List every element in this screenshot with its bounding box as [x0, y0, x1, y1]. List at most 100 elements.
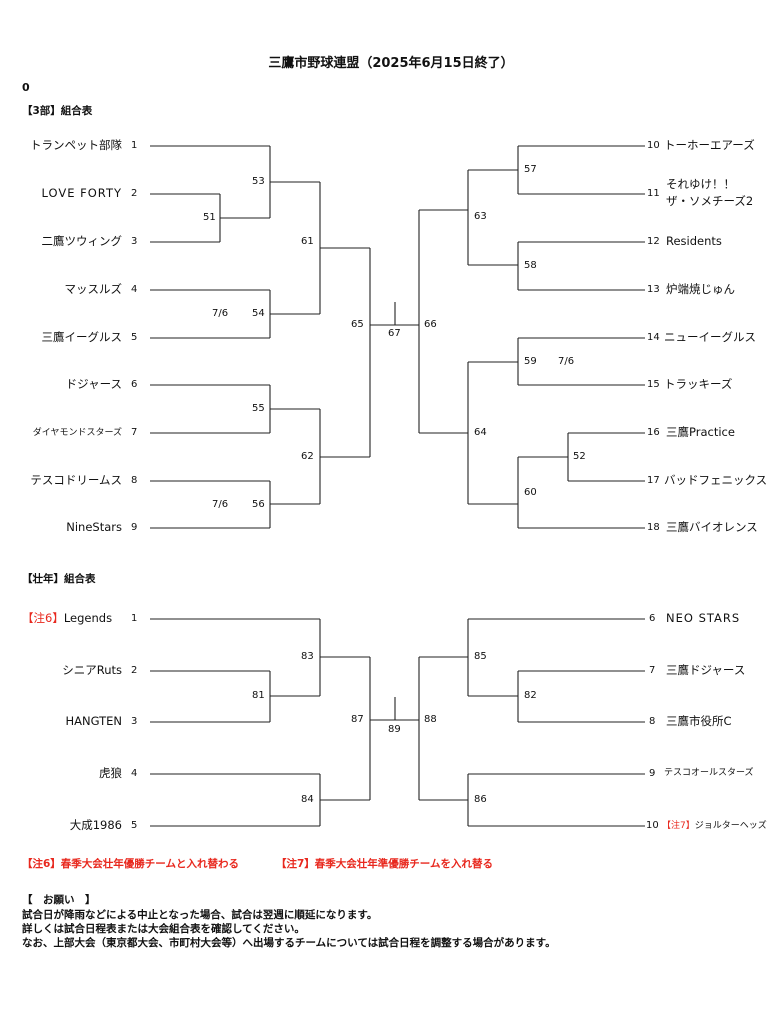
- game-number: 56: [252, 499, 265, 510]
- seed-number: 4: [131, 284, 138, 295]
- seed-number: 10: [646, 820, 659, 831]
- team-name: バッドフェニックス: [664, 473, 768, 487]
- game-number: 59: [524, 356, 537, 367]
- seed-number: 8: [649, 716, 656, 727]
- page-title: 三鷹市野球連盟（2025年6月15日終了）: [268, 56, 514, 71]
- game-number: 82: [524, 690, 537, 701]
- seed-number: 5: [131, 820, 138, 831]
- senior-label: 【壮年】組合表: [22, 573, 96, 585]
- team-name: テスコオールスターズ: [664, 768, 754, 778]
- team-name-line2: ザ・ソメチーズ2: [666, 194, 754, 208]
- team-name-text: Legends: [63, 611, 113, 625]
- seed-number: 15: [647, 379, 660, 390]
- seed-number: 14: [647, 332, 660, 343]
- seed-number: 3: [131, 236, 138, 247]
- final-game-number: 67: [388, 328, 401, 339]
- game-number: 60: [524, 487, 537, 498]
- final-game-number: 89: [388, 724, 401, 735]
- seed-number: 2: [131, 665, 138, 676]
- seed-number: 7: [131, 427, 138, 438]
- game-number: 54: [252, 308, 265, 319]
- seed-number: 9: [131, 522, 138, 533]
- team-name: 三鷹ドジャース: [666, 663, 746, 677]
- seed-number: 1: [131, 613, 138, 624]
- game-number: 83: [301, 651, 314, 662]
- game-number: 53: [252, 176, 265, 187]
- note7-text: 【注7】春季大会壮年準優勝チームを入れ替る: [276, 858, 493, 870]
- seed-number: 6: [131, 379, 138, 390]
- team-name: NineStars: [66, 520, 122, 534]
- seed-number: 5: [131, 332, 138, 343]
- team-name: 三鷹Practice: [666, 425, 735, 439]
- game-date: 7/6: [212, 499, 229, 510]
- team-name: 二鷹ツウィング: [41, 234, 123, 248]
- team-name: ドジャース: [65, 377, 122, 391]
- game-number: 87: [351, 714, 364, 725]
- seed-number: 10: [647, 140, 660, 151]
- seed-number: 11: [647, 188, 660, 199]
- seed-number: 3: [131, 716, 138, 727]
- team-name: 【注7】ジョルターヘッズ: [662, 822, 767, 831]
- team-name: 大成1986: [69, 818, 122, 832]
- game-number: 61: [301, 236, 314, 247]
- team-name: HANGTEN: [65, 714, 122, 728]
- team-name: 虎狼: [99, 766, 122, 780]
- seed-number: 7: [649, 665, 656, 676]
- note6-tag: 【注6】: [22, 611, 64, 625]
- game-number: 55: [252, 403, 265, 414]
- seed-number: 9: [649, 768, 656, 779]
- game-number: 63: [474, 211, 487, 222]
- game-date: 7/6: [558, 356, 575, 367]
- game-number: 51: [203, 212, 216, 223]
- team-name: LOVE FORTY: [41, 186, 122, 200]
- team-name: 【注6】Legends: [22, 611, 113, 625]
- team-name: ニューイーグルス: [664, 330, 756, 344]
- game-date: 7/6: [212, 308, 229, 319]
- game-number: 84: [301, 794, 314, 805]
- seed-number: 18: [647, 522, 660, 533]
- game-number: 65: [351, 319, 364, 330]
- game-number: 58: [524, 260, 537, 271]
- game-number: 52: [573, 451, 586, 462]
- team-name: シニアRuts: [62, 663, 122, 677]
- game-number: 64: [474, 427, 487, 438]
- team-name: トランペット部隊: [30, 138, 122, 152]
- request-line: 詳しくは試合日程表または大会組合表を確認してください。: [22, 923, 305, 935]
- game-number: 81: [252, 690, 265, 701]
- game-number: 57: [524, 164, 537, 175]
- team-name: 三鷹バイオレンス: [666, 520, 758, 534]
- game-number: 62: [301, 451, 314, 462]
- seed-number: 13: [647, 284, 660, 295]
- team-name-text: ジョルターヘッズ: [694, 821, 767, 831]
- seed-number: 4: [131, 768, 138, 779]
- div3-label: 【3部】組合表: [22, 105, 93, 117]
- seed-number: 8: [131, 475, 138, 486]
- team-name: それゆけ！！: [666, 177, 735, 191]
- zero-mark: 0: [22, 81, 30, 94]
- seed-number: 16: [647, 427, 660, 438]
- note7-tag: 【注7】: [662, 821, 695, 831]
- seed-number: 2: [131, 188, 138, 199]
- game-number: 86: [474, 794, 487, 805]
- request-line: 試合日が降雨などによる中止となった場合、試合は翌週に順延になります。: [22, 909, 378, 921]
- team-name: マッスルズ: [64, 282, 123, 296]
- team-name: 炉端焼じゅん: [666, 282, 735, 296]
- seed-number: 17: [647, 475, 660, 486]
- team-name: 三鷹市役所C: [666, 714, 732, 728]
- team-name: テスコドリームス: [30, 473, 122, 487]
- team-name: 三鷹イーグルス: [41, 330, 123, 344]
- team-name: NEO STARS: [666, 611, 741, 625]
- team-name: トーホーエアーズ: [664, 138, 755, 152]
- seed-number: 12: [647, 236, 660, 247]
- team-name: Residents: [666, 234, 722, 248]
- seed-number: 1: [131, 140, 138, 151]
- game-number: 88: [424, 714, 437, 725]
- game-number: 85: [474, 651, 487, 662]
- team-name: ダイヤモンドスターズ: [32, 428, 122, 438]
- seed-number: 6: [649, 613, 656, 624]
- note6-text: 【注6】春季大会壮年優勝チームと入れ替わる: [22, 858, 239, 870]
- game-number: 66: [424, 319, 437, 330]
- request-heading: 【 お願い 】: [22, 894, 96, 906]
- team-name: トラッキーズ: [664, 377, 733, 391]
